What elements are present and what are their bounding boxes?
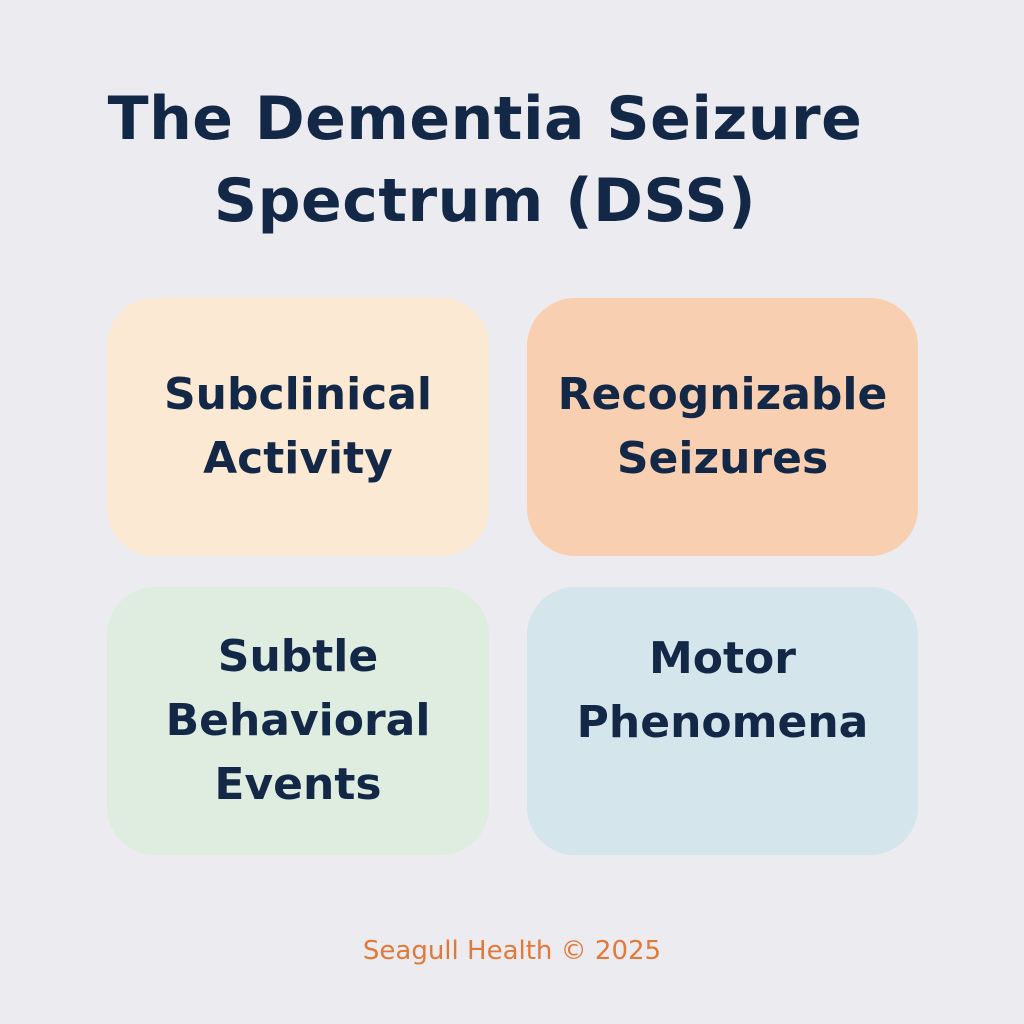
box-subclinical-activity: Subclinical Activity <box>107 298 489 556</box>
box-label: Motor Phenomena <box>576 633 869 748</box>
footer-copyright: Seagull Health © 2025 <box>362 936 662 966</box>
box-recognizable-seizures: Recognizable Seizures <box>527 298 918 556</box>
box-label: Subclinical Activity <box>163 369 433 484</box>
box-label: Subtle Behavioral Events <box>165 631 431 810</box>
box-label: Recognizable Seizures <box>557 369 888 484</box>
box-subtle-behavioral-events: Subtle Behavioral Events <box>107 587 489 855</box>
box-motor-phenomena: Motor Phenomena <box>527 587 918 855</box>
page-title: The Dementia Seizure Spectrum (DSS) <box>107 84 863 236</box>
